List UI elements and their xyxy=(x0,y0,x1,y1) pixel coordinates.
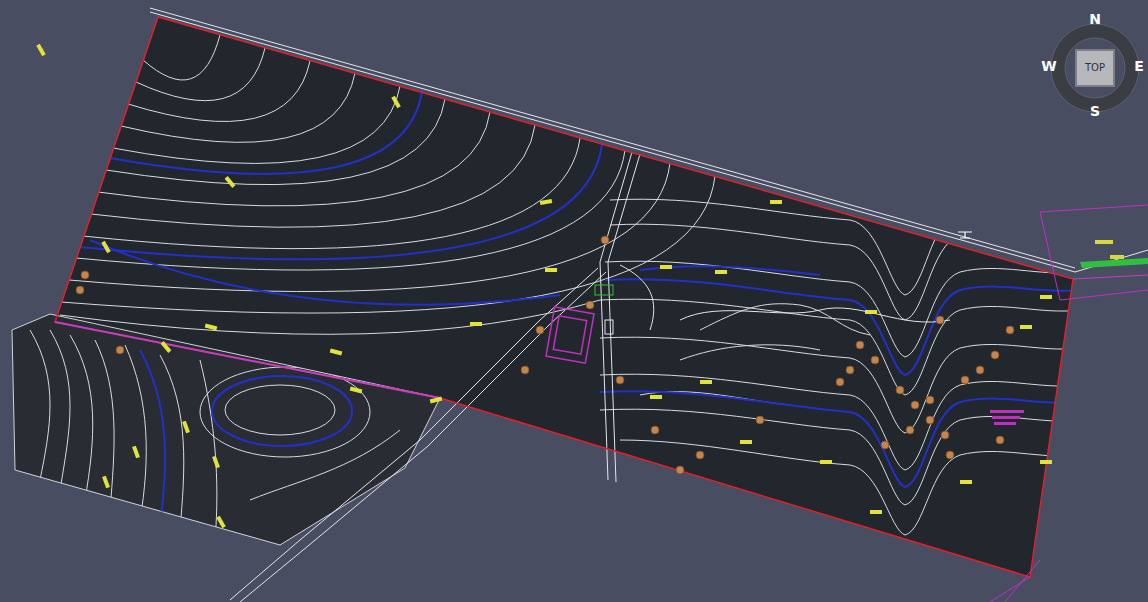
compass-letter: W xyxy=(1041,59,1056,73)
compass-letter: N xyxy=(1089,12,1101,26)
compass-letter: S xyxy=(1090,104,1100,118)
compass-letter: E xyxy=(1134,59,1144,73)
view-cube-face: TOP xyxy=(1085,63,1105,73)
